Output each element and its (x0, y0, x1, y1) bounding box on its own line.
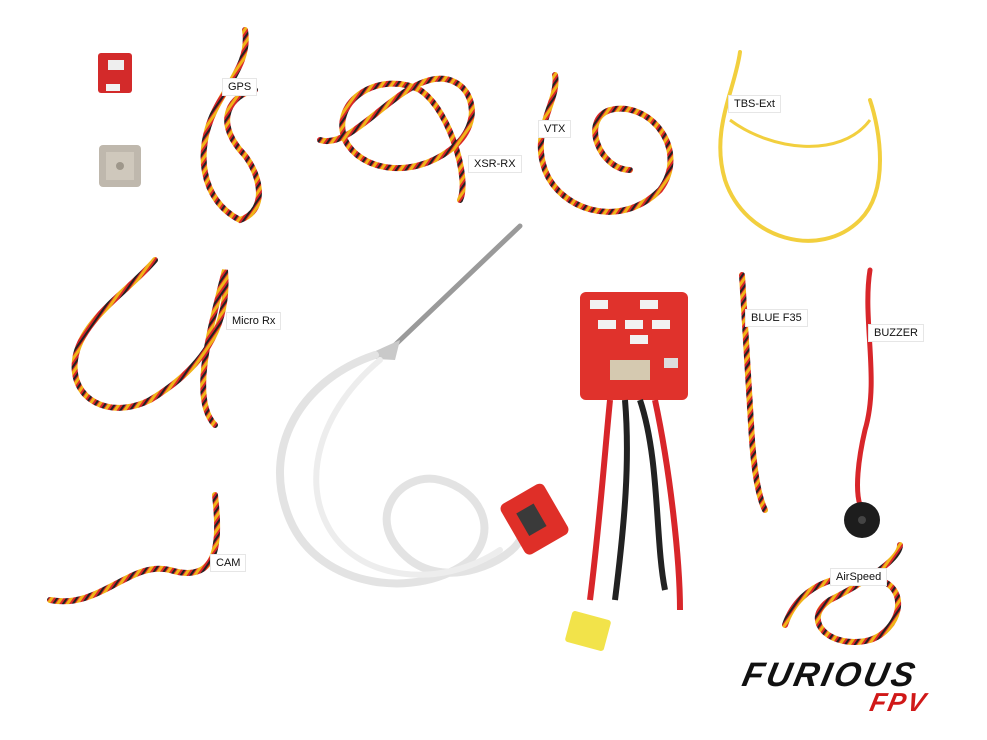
label-tbs-ext: TBS-Ext (728, 95, 781, 113)
battery-lead-red-1 (587, 399, 613, 601)
gps-cable (200, 27, 262, 224)
label-buzzer: BUZZER (868, 324, 924, 342)
buzzer-cable (855, 267, 874, 508)
power-distribution-board (580, 292, 688, 400)
pitot-probe (360, 223, 523, 360)
furious-fpv-logo: FURIOUS FPV (739, 656, 930, 718)
tbs-ext-cable (718, 50, 882, 243)
xsr-rx-cable (317, 75, 475, 203)
battery-lead-black-1 (612, 399, 630, 601)
buzzer (844, 502, 880, 538)
vtx-cable (537, 72, 674, 215)
label-cam: CAM (210, 554, 247, 572)
airspeed-sensor-board (500, 483, 569, 555)
silicone-tube (276, 351, 524, 588)
label-gps: GPS (222, 78, 258, 96)
label-micro-rx: Micro Rx (226, 312, 282, 330)
gps-patch-antenna (99, 145, 141, 187)
cam-cable (47, 492, 221, 605)
xt60-connector (565, 611, 611, 651)
gps-compass-board (98, 53, 132, 93)
battery-lead-red-2 (652, 399, 683, 611)
silicone-tube-2 (313, 357, 503, 578)
label-xsr-rx: XSR-RX (468, 155, 522, 173)
label-vtx: VTX (538, 120, 572, 138)
micro-rx-cable (71, 257, 229, 428)
tbs-ext-cable-loop (729, 118, 872, 148)
label-airspeed: AirSpeed (830, 568, 888, 586)
logo-word-fpv: FPV (867, 687, 931, 717)
battery-lead-black-2 (637, 399, 668, 591)
airspeed-cable (782, 542, 903, 645)
blue-f35-cable (739, 272, 768, 513)
label-blue-f35: BLUE F35 (745, 309, 808, 327)
